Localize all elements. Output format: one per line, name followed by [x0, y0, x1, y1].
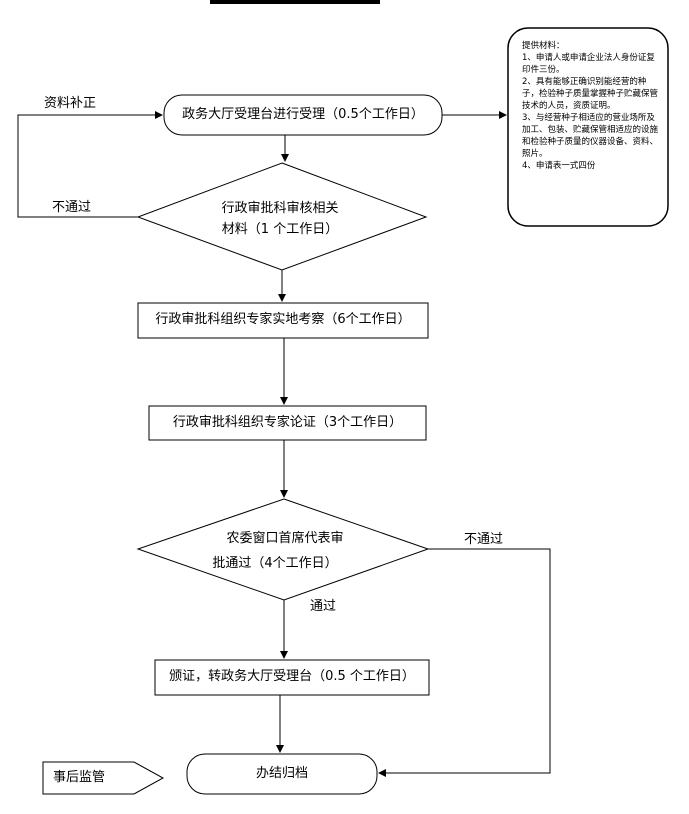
not-pass-right-label: 不通过: [464, 532, 504, 547]
post-supervision-label: 事后监管: [53, 770, 106, 785]
archive-box: [186, 753, 378, 795]
site-inspection-box: [137, 302, 429, 339]
pass-label: 通过: [310, 599, 337, 614]
expert-argument-label: 行政审批科组织专家论证（3个工作日）: [172, 415, 403, 430]
archive-label: 办结归档: [255, 766, 308, 781]
materials-note-item: 1、申请人或申请企业法人身份证复印件三份。: [522, 53, 655, 75]
materials-note-item: 2、具有能够正确识别能经营的种子，检验种子质量掌握种子贮藏保管技术的人员，资质证…: [522, 77, 659, 111]
issue-box: [154, 659, 430, 696]
approve-label-line2: 批通过（4个工作日）: [212, 556, 338, 571]
not-pass-left-label: 不通过: [52, 200, 92, 215]
post-supervision-pentagon: [42, 761, 165, 795]
approve-diamond: [136, 498, 430, 601]
approve-label-line1: 农委窗口首席代表审: [226, 531, 344, 546]
arrow-approve-reject-to-archive: [378, 548, 551, 777]
expert-argument-box: [148, 405, 427, 441]
materials-note-heading: 提供材料：: [522, 41, 565, 51]
materials-note-box: [507, 27, 669, 227]
resubmit-label: 资料补正: [44, 96, 97, 111]
issue-label: 颁证，转政务大厅受理台（0.5 个工作日）: [169, 669, 415, 684]
materials-note: 提供材料： 1、申请人或申请企业法人身份证复印件三份。 2、具有能够正确识别能经…: [522, 40, 658, 172]
title-fragment: [210, 0, 380, 4]
review-label-line1: 行政审批科审核相关: [221, 201, 339, 216]
materials-note-item: 3、与经营种子相适应的营业场所及加工、包装、贮藏保管相适应的设施和检验种子质量的…: [522, 113, 659, 159]
site-inspection-label: 行政审批科组织专家实地考察（6个工作日）: [155, 312, 411, 327]
review-label-line2: 材料（1 个工作日）: [221, 222, 339, 237]
arrow-review-reject-loop: [17, 111, 163, 218]
materials-note-item: 4、申请表一式四份: [522, 161, 596, 171]
accept-label: 政务大厅受理台进行受理（0.5个工作日）: [182, 107, 424, 122]
